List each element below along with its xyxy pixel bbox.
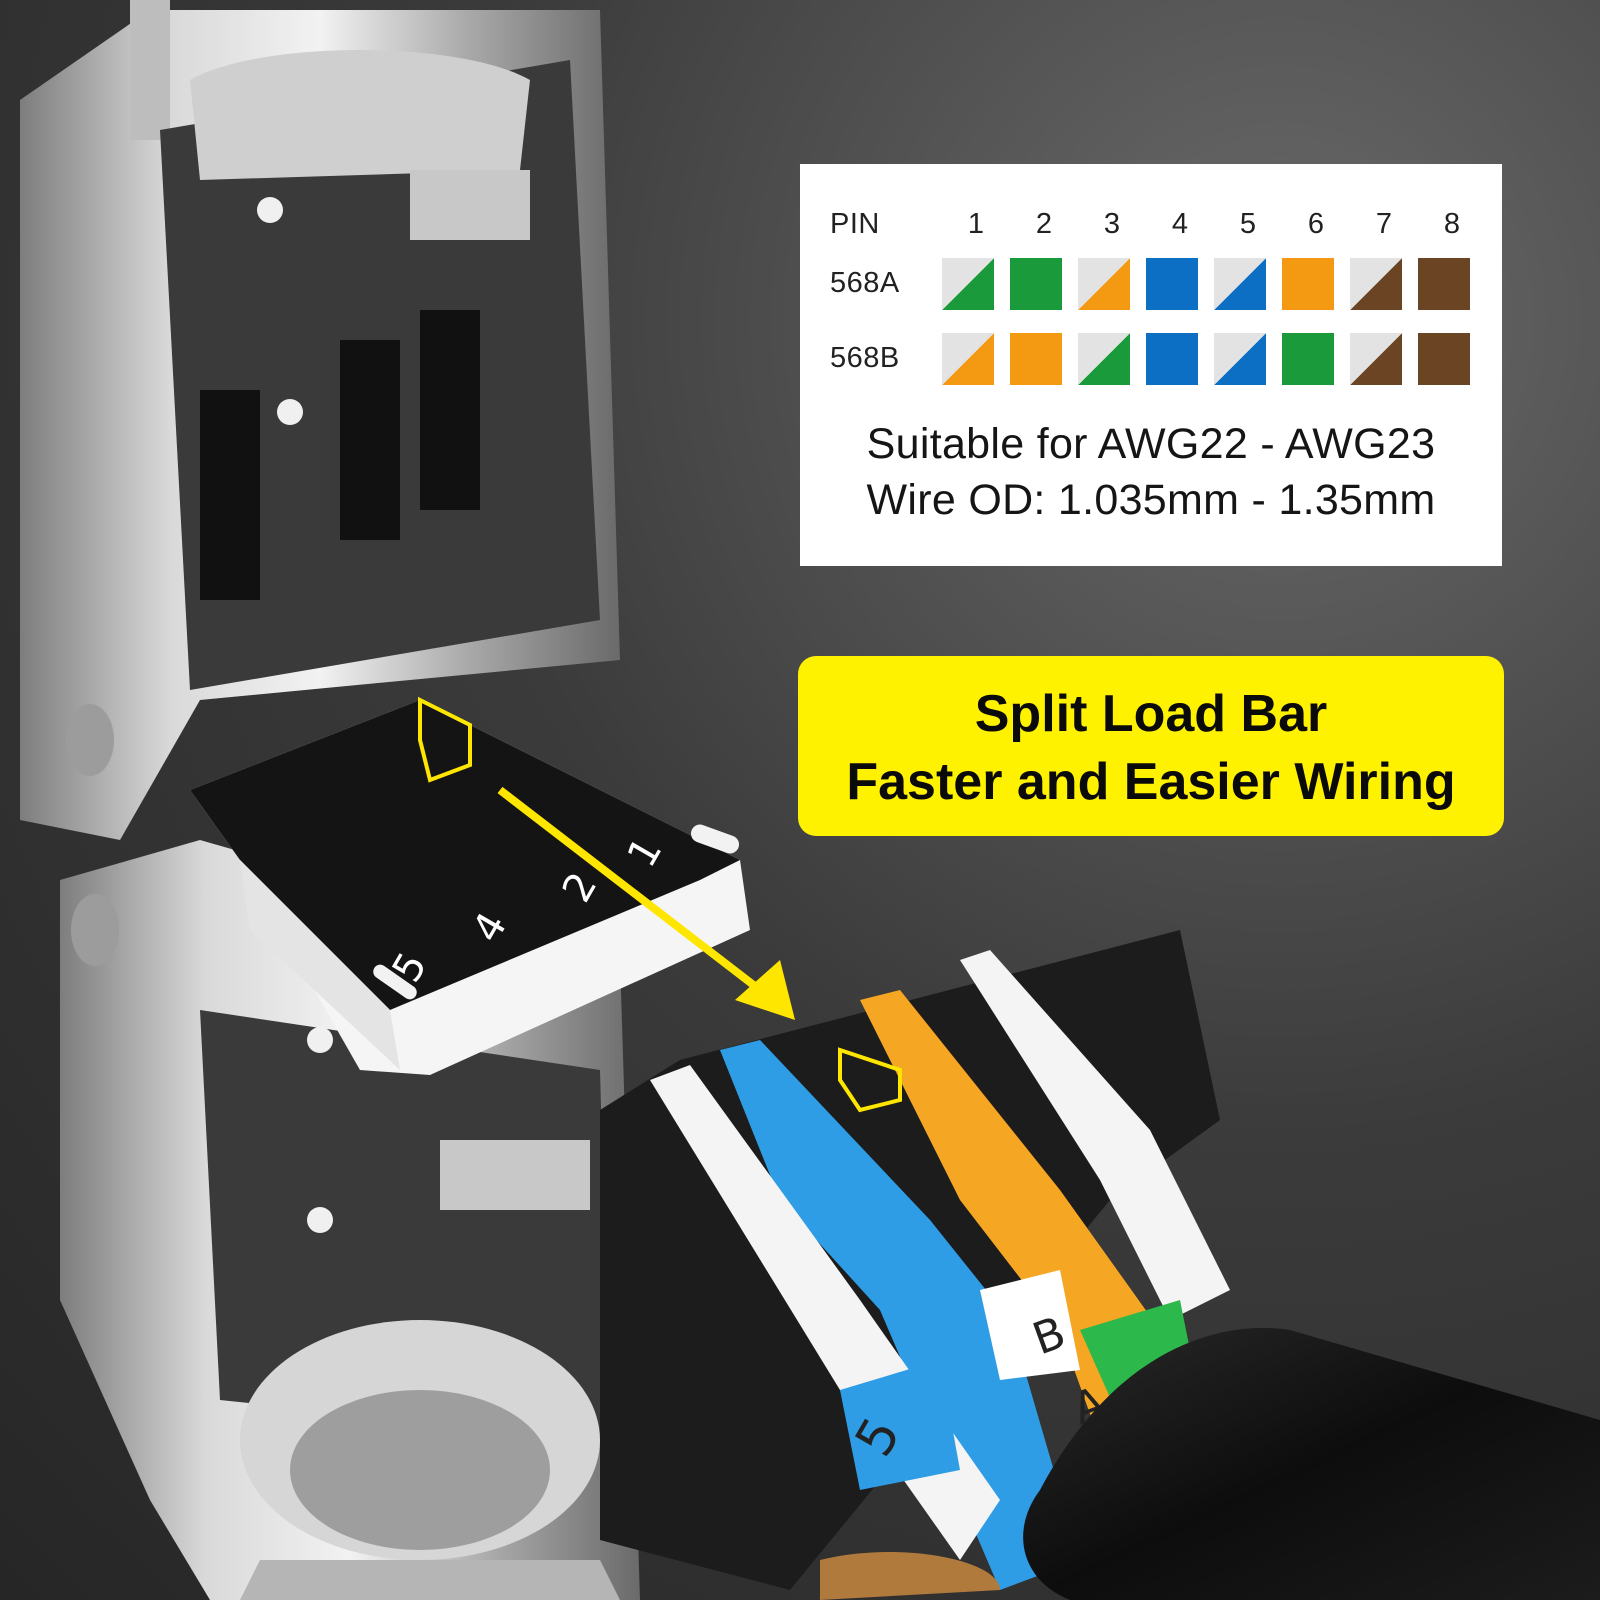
pin-header-label: PIN [830,207,880,240]
solid-wire-swatch [1282,257,1334,310]
solid-wire-swatch [1146,332,1198,385]
pinout-rows: 568A 568B [830,246,1486,396]
arrow-icon [497,786,795,1020]
wire-carrier: B A 5 [600,930,1230,1600]
wire-od-spec: Wire OD: 1.035mm - 1.35mm [866,476,1436,524]
connector-lower-shell [60,840,640,1600]
callout-title: Split Load Bar [974,685,1328,743]
pin-numbers: 1 2 3 4 5 6 7 8 [942,208,1486,241]
cable-jacket [1023,1327,1600,1600]
pin-number: 4 [1171,207,1189,240]
pin-number: 5 [1239,207,1257,240]
standard-label: 568A [830,267,900,299]
striped-wire-swatch [1078,257,1130,310]
standard-row: 568A [830,246,1486,321]
striped-wire-swatch [942,332,994,385]
standard-row: 568B [830,321,1486,396]
pin-number: 6 [1307,207,1325,240]
standard-label: 568B [830,342,900,374]
striped-wire-swatch [1350,257,1402,310]
solid-wire-swatch [1418,332,1470,385]
pin-number: 3 [1103,207,1121,240]
striped-wire-swatch [942,257,994,310]
striped-wire-swatch [1350,332,1402,385]
solid-wire-swatch [1146,257,1198,310]
load-bar-board: 1 2 4 5 [190,696,750,1075]
pin-number: 7 [1375,207,1393,240]
striped-wire-swatch [1214,332,1266,385]
pin-number: 1 [967,207,985,240]
feature-callout: Split Load Bar Faster and Easier Wiring [798,656,1504,836]
pin-header-row: PIN 1 2 3 4 5 6 7 8 [830,202,1486,246]
solid-wire-swatch [1418,257,1470,310]
pinout-grid: PIN 1 2 3 4 5 6 7 8 568A 568B [830,202,1486,396]
solid-wire-swatch [1010,257,1062,310]
callout-subtitle: Faster and Easier Wiring [846,753,1456,811]
solid-wire-swatch [1282,332,1334,385]
pinout-chart: PIN 1 2 3 4 5 6 7 8 568A 568B Suitable for AWG22… [800,164,1502,566]
awg-spec: Suitable for AWG22 - AWG23 [866,420,1436,468]
pin-number: 2 [1035,207,1053,240]
connector-upper-shell [20,0,620,840]
solid-wire-swatch [1010,332,1062,385]
striped-wire-swatch [1214,257,1266,310]
striped-wire-swatch [1078,332,1130,385]
pin-number: 8 [1443,207,1461,240]
